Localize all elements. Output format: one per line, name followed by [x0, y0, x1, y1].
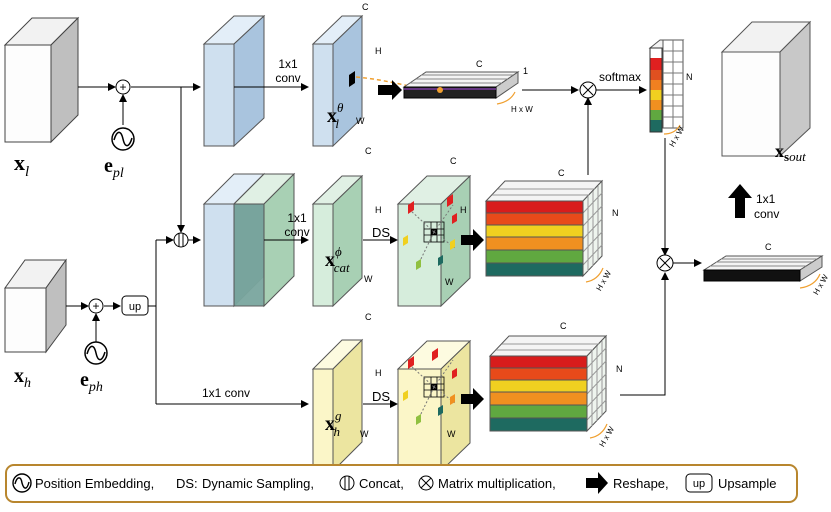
conv-label-c: 1x1 conv — [202, 386, 250, 400]
legend-concat-icon — [339, 475, 355, 491]
dim-w-b: W — [364, 274, 373, 284]
dim-c-a: C — [362, 2, 369, 12]
reshape-arrow-top — [378, 80, 402, 100]
conv-out-2: conv — [754, 207, 779, 221]
flat-tensor-bottom — [702, 255, 824, 282]
legend-up-box — [685, 473, 713, 493]
softmax-label: softmax — [599, 70, 641, 84]
dim-c-stack-bottom: C — [560, 321, 567, 331]
ds-label-a: DS — [372, 225, 390, 240]
conv-out-1: 1x1 — [756, 192, 776, 206]
dim-c-top-bar: C — [476, 59, 483, 69]
input-block-xh — [4, 258, 67, 354]
e-ph-label: eph — [80, 369, 103, 395]
flat-tensor-top — [402, 71, 520, 99]
ds-label-b: DS — [372, 389, 390, 404]
legend-pos-embed-icon — [12, 473, 32, 493]
conv-up-arrow — [728, 184, 752, 218]
plus-top: + — [119, 80, 126, 94]
legend-matmul: Matrix multiplication, — [438, 476, 556, 491]
dim-c-c: C — [450, 156, 457, 166]
dim-hxw-mid: H x W — [594, 269, 613, 293]
position-embedding-icon-bottom — [84, 341, 108, 365]
dim-hxw-top: H x W — [511, 105, 533, 114]
dim-n-mid: N — [612, 208, 619, 218]
dim-h-c: H — [460, 205, 467, 215]
dim-w-e: W — [447, 429, 456, 439]
dim-c-d: C — [365, 312, 372, 322]
matmul-node-bottom — [656, 254, 674, 272]
legend-pos-embed: Position Embedding, — [35, 476, 154, 491]
sampling-curve — [355, 76, 440, 95]
legend-ds-desc: Dynamic Sampling, — [202, 476, 314, 491]
attention-column — [648, 39, 685, 133]
dim-c-bottom-bar: C — [765, 242, 772, 252]
matmul-node-top — [579, 81, 597, 99]
dim-h-a: H — [375, 46, 382, 56]
feature-block-x-h-g — [311, 338, 364, 473]
conv-label-b2: conv — [284, 225, 309, 239]
reshape-arrow-mid — [461, 229, 484, 251]
legend-matmul-icon — [418, 475, 434, 491]
dim-c-stack-mid: C — [558, 168, 565, 178]
dim-h-d: H — [375, 368, 382, 378]
legend-ds: DS: — [176, 476, 198, 491]
dim-w-a: W — [356, 116, 365, 126]
dim-w-c: W — [445, 277, 454, 287]
legend-up-label: up — [693, 478, 705, 490]
concat-block — [202, 172, 296, 308]
upsample-label: up — [129, 301, 141, 313]
dim-one: 1 — [523, 66, 528, 76]
x-h-label: xh — [14, 365, 31, 391]
legend-reshape: Reshape, — [613, 476, 669, 491]
feature-block-x-cat-phi — [311, 174, 364, 308]
conv-label-a2: conv — [275, 71, 300, 85]
sampled-block-yellow — [396, 339, 472, 473]
concat-node — [173, 232, 189, 248]
x-s-out-label: xsout — [775, 141, 806, 164]
feature-block-x-l-theta — [311, 14, 364, 148]
dim-hxw-bottom: H x W — [811, 273, 830, 297]
conv-label-b1: 1x1 — [287, 211, 307, 225]
heat-stack-bottom — [488, 334, 608, 433]
dim-w-d: W — [360, 429, 369, 439]
dim-n-bottom: N — [616, 364, 623, 374]
dim-hxw-bottom-stack: H x W — [597, 425, 616, 449]
heat-stack-mid — [484, 179, 604, 278]
legend-reshape-icon — [586, 472, 608, 494]
dim-c-b: C — [365, 146, 372, 156]
input-block-xl — [3, 16, 80, 144]
e-pl-label: epl — [104, 155, 124, 181]
output-block — [720, 20, 812, 158]
plus-bottom: + — [92, 299, 99, 313]
conv-label-a1: 1x1 — [278, 57, 298, 71]
x-l-label: xl — [14, 150, 29, 180]
position-embedding-icon-top — [111, 127, 135, 151]
reshape-arrow-bottom — [461, 388, 484, 410]
feature-block-blue — [202, 14, 266, 148]
dim-h-b: H — [375, 205, 382, 215]
legend-upsample: Upsample — [718, 476, 777, 491]
legend-concat: Concat, — [359, 476, 404, 491]
dim-n-top: N — [686, 72, 693, 82]
sampled-block-green — [396, 174, 472, 308]
